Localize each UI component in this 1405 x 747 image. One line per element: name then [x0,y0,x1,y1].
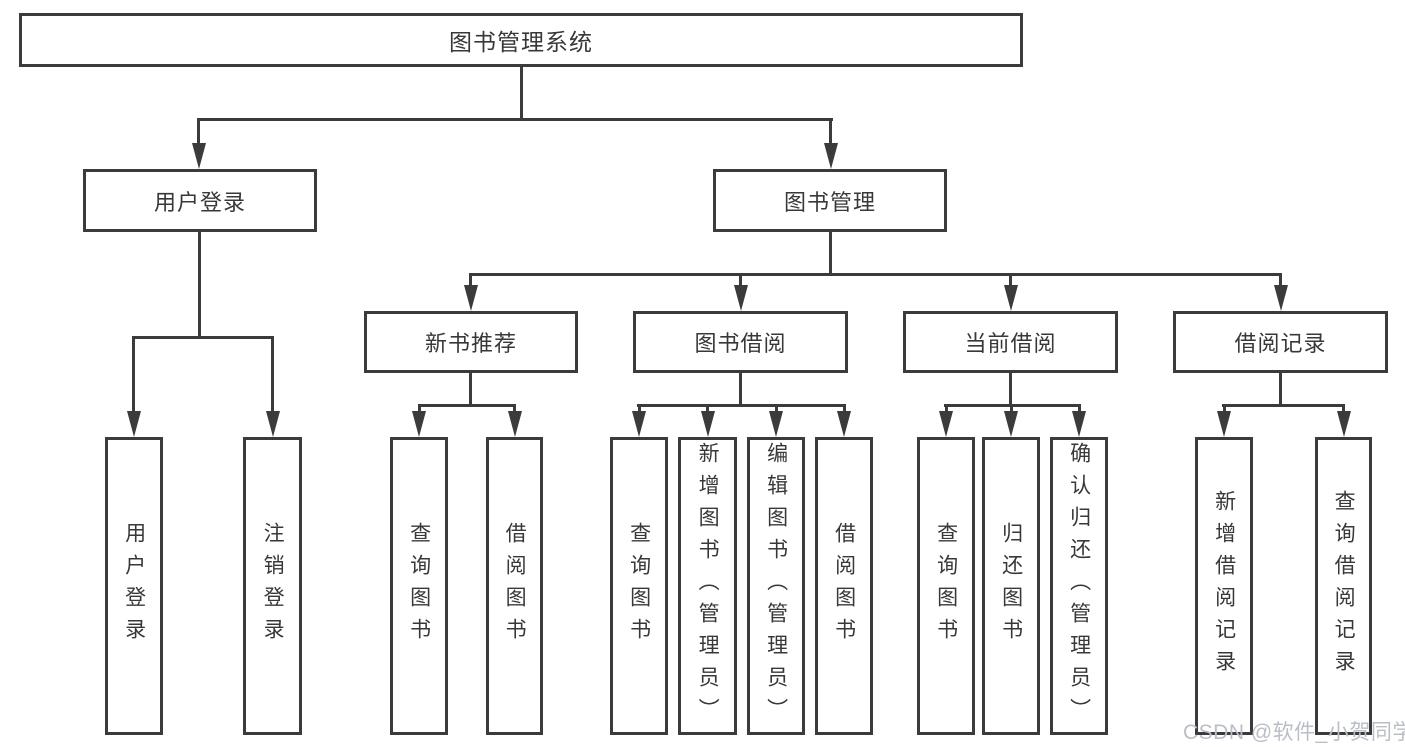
arrow-down-icon [464,285,478,311]
connector-level3-bar [469,273,1282,276]
connector-records-drop [1279,273,1282,291]
leaf-label: 查询图书 [627,522,651,650]
connector-leaf-drop [1223,404,1226,416]
connector-leaf-drop [1342,404,1345,416]
leaf-borrow-books-recommend: 借阅图书 [486,437,543,735]
leaf-return-books: 归还图书 [982,437,1040,735]
connector-group2-bar [637,404,846,407]
connector-user-login-drop [197,118,200,146]
node-label: 图书管理 [783,189,876,215]
arrow-down-icon [127,411,141,437]
arrow-down-icon [1072,411,1086,437]
leaf-label: 查询借阅记录 [1332,490,1356,682]
leaf-add-borrow-record: 新增借阅记录 [1195,437,1253,735]
node-label: 当前借阅 [964,331,1057,356]
connector-leaf-drop [513,404,516,416]
leaf-label: 用户登录 [122,522,146,650]
leaf-label: 查询图书 [934,522,958,650]
arrow-down-icon [508,411,522,437]
connector-group1-stem [469,373,472,404]
leaf-add-books-admin: 新增图书（管理员） [678,437,737,735]
csdn-watermark: CSDN @软件_小贺同学 [1183,721,1405,744]
connector-leaf-drop [775,404,778,416]
connector-leaf-drop [418,404,421,416]
connector-group1-bar [418,404,516,407]
arrow-down-icon [266,411,280,437]
arrow-down-icon [1004,411,1018,437]
node-book-management: 图书管理 [713,169,947,232]
connector-mgmt-stem [829,232,832,273]
node-label: 用户登录 [153,189,246,215]
leaf-query-books-recommend: 查询图书 [390,437,448,735]
arrow-down-icon [734,285,748,311]
leaf-label: 新增借阅记录 [1212,490,1236,682]
leaf-confirm-return-admin: 确认归还（管理员） [1050,437,1108,735]
arrow-down-icon [1217,411,1231,437]
arrow-down-icon [1004,285,1018,311]
leaf-user-login: 用户登录 [105,437,163,735]
node-new-book-recommend: 新书推荐 [364,311,578,373]
leaf-label: 确认归还（管理员） [1067,442,1091,730]
leaf-query-books-borrowing: 查询图书 [610,437,668,735]
arrow-down-icon [1337,411,1351,437]
leaf-query-borrow-record: 查询借阅记录 [1315,437,1372,735]
connector-current-drop [1009,273,1012,291]
connector-login-bar [132,336,274,339]
connector-level2-bar [197,118,833,121]
connector-leaf-drop [945,404,948,416]
leaf-label: 归还图书 [999,522,1023,650]
arrow-down-icon [769,411,783,437]
node-library-management-system: 图书管理系统 [19,13,1023,67]
connector-group3-stem [1009,373,1012,404]
leaf-logout: 注销登录 [243,437,302,735]
connector-group4-bar [1222,404,1345,407]
node-current-borrowing: 当前借阅 [903,311,1118,373]
leaf-label: 注销登录 [261,522,285,650]
connector-newbook-drop [469,273,472,291]
node-label: 图书借阅 [694,331,787,356]
arrow-down-icon [412,411,426,437]
leaf-label: 借阅图书 [832,522,856,650]
connector-root-stem [520,67,523,118]
leaf-borrow-books: 借阅图书 [815,437,873,735]
connector-borrowmgr-drop [739,273,742,291]
arrow-down-icon [632,411,646,437]
leaf-edit-books-admin: 编辑图书（管理员） [747,437,805,735]
connector-login-leaf1-drop [132,336,135,414]
connector-book-mgmt-drop [829,118,832,146]
arrow-down-icon [701,411,715,437]
node-borrowing-records: 借阅记录 [1173,311,1388,373]
connector-group4-stem [1279,373,1282,404]
leaf-label: 查询图书 [407,522,431,650]
connector-login-leaf2-drop [271,336,274,414]
node-user-login: 用户登录 [83,169,317,232]
node-label: 图书管理系统 [449,29,593,55]
leaf-label: 借阅图书 [503,522,527,650]
connector-leaf-drop [706,404,709,416]
connector-login-stem [198,232,201,336]
connector-leaf-drop [1010,404,1013,416]
leaf-label: 编辑图书（管理员） [764,442,788,730]
node-book-borrowing: 图书借阅 [633,311,848,373]
connector-leaf-drop [843,404,846,416]
arrow-down-icon [837,411,851,437]
connector-leaf-drop [638,404,641,416]
arrow-down-icon [939,411,953,437]
leaf-label: 新增图书（管理员） [696,442,720,730]
arrow-down-icon [824,143,838,169]
arrow-down-icon [1274,285,1288,311]
connector-leaf-drop [1078,404,1081,416]
node-label: 新书推荐 [424,331,517,356]
connector-group2-stem [739,373,742,404]
node-label: 借阅记录 [1234,331,1327,356]
leaf-query-books-current: 查询图书 [917,437,975,735]
arrow-down-icon [192,143,206,169]
